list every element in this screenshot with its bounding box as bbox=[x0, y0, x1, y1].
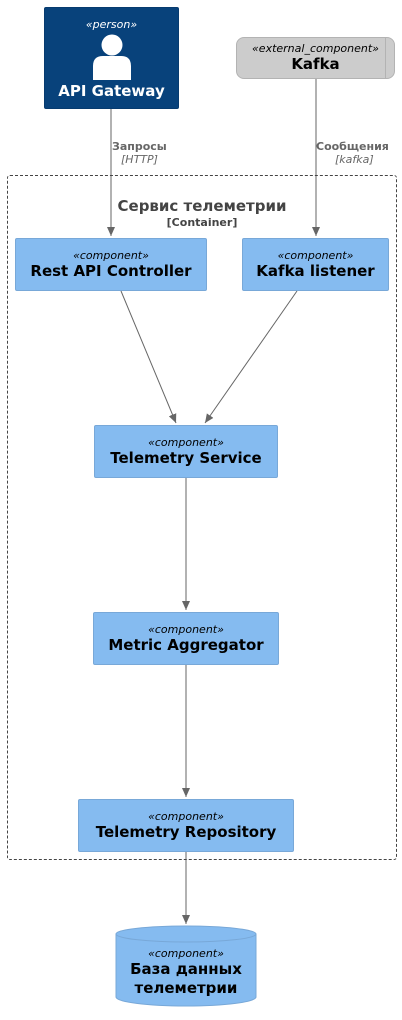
boundary-type: [Container] bbox=[166, 216, 238, 229]
relation-tech-kafka: [kafka] bbox=[335, 153, 374, 166]
kafka-queue-edge bbox=[385, 37, 395, 79]
database-cylinder-icon bbox=[115, 925, 257, 1007]
kafka-name: Kafka bbox=[291, 55, 340, 73]
metric-aggregator-name: Metric Aggregator bbox=[108, 635, 264, 654]
rest-api-controller-component[interactable]: «component» Rest API Controller bbox=[15, 238, 207, 291]
arrow-listener-to-service bbox=[204, 290, 298, 424]
metric-aggregator-component[interactable]: «component» Metric Aggregator bbox=[93, 612, 279, 665]
relation-label-requests: Запросы bbox=[112, 140, 167, 153]
kafka-listener-name: Kafka listener bbox=[256, 261, 375, 280]
kafka-external-component[interactable]: «external_component» Kafka bbox=[236, 37, 395, 79]
telemetry-service-name: Telemetry Service bbox=[110, 448, 262, 467]
telemetry-service-stereotype: «component» bbox=[148, 435, 224, 449]
api-gateway-stereotype: «person» bbox=[85, 17, 138, 31]
metric-aggregator-stereotype: «component» bbox=[148, 622, 224, 636]
arrow-rest-to-service bbox=[120, 290, 177, 424]
database-stereotype: «component» bbox=[148, 946, 224, 960]
api-gateway-name: API Gateway bbox=[58, 81, 165, 100]
telemetry-service-component[interactable]: «component» Telemetry Service bbox=[94, 425, 278, 478]
container-boundary bbox=[7, 175, 397, 860]
telemetry-repository-component[interactable]: «component» Telemetry Repository bbox=[78, 799, 294, 852]
relation-tech-http: [HTTP] bbox=[121, 153, 158, 166]
api-gateway-person[interactable]: «person» API Gateway bbox=[44, 7, 179, 109]
telemetry-repository-name: Telemetry Repository bbox=[95, 822, 277, 841]
kafka-listener-stereotype: «component» bbox=[277, 248, 354, 262]
relation-label-messages: Сообщения bbox=[316, 140, 389, 153]
boundary-title: Сервис телеметрии bbox=[117, 197, 287, 215]
database-name-line2: телеметрии bbox=[134, 978, 238, 997]
kafka-stereotype: «external_component» bbox=[252, 42, 379, 55]
database-name-line1: База данных bbox=[130, 959, 242, 978]
rest-api-controller-name: Rest API Controller bbox=[30, 261, 192, 280]
telemetry-repository-stereotype: «component» bbox=[148, 809, 224, 823]
person-icon bbox=[92, 34, 131, 80]
rest-api-controller-stereotype: «component» bbox=[73, 248, 149, 262]
kafka-listener-component[interactable]: «component» Kafka listener bbox=[242, 238, 389, 291]
telemetry-database[interactable]: «component» База данных телеметрии bbox=[115, 942, 257, 1002]
